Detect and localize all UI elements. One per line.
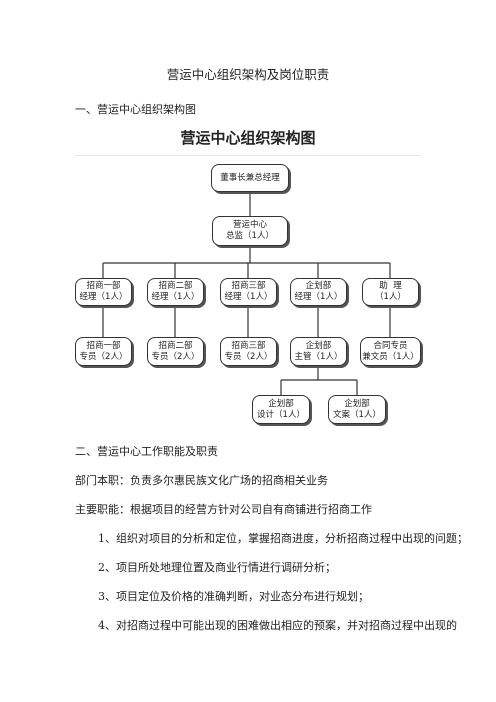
org-box-line2: 文案（1人） [333,409,381,420]
main-duty: 主要职能：根据项目的经营方针对公司自有商铺进行招商工作 [75,503,372,516]
org-box-staff-4: 企划部 主管（1人） [290,337,347,366]
org-box-line1: 招商二部 [158,281,193,291]
page-title: 营运中心组织架构及岗位职责 [166,67,330,82]
org-box-director: 营运中心 总监（1人） [212,216,288,246]
org-box-staff-5: 合同专员 兼文员（1人） [360,337,421,366]
org-box-line1: 招商三部 [231,281,266,291]
org-box-line1: 助 理 [379,281,402,291]
dept-duty: 部门本职：负责多尔惠民族文化广场的招商相关业务 [75,474,328,487]
org-box-line1: 企划部 [305,340,332,351]
org-box-manager-3: 招商三部 经理（1人） [220,278,277,306]
org-box-line2: 经理（1人） [79,292,128,302]
org-box-line2: 专员（2人） [224,351,273,362]
chart-title: 营运中心组织架构图 [180,129,316,147]
org-box-line1: 合同专员 [373,340,408,351]
org-box-line2: （1人） [375,292,406,302]
section-heading-1: 一、营运中心组织架构图 [75,103,196,116]
org-box-line1: 企划部 [344,398,370,409]
org-box-line2: 经理（1人） [224,292,273,302]
duty-item-3: 3、项目定位及价格的准确判断，对业态分布进行规划； [98,590,369,603]
org-box-ceo-label: 董事长兼总经理 [220,172,280,183]
org-box-staff-3: 招商三部 专员（2人） [220,337,277,366]
org-box-line1: 企划部 [268,398,294,409]
org-box-staff-1: 招商一部 专员（2人） [75,337,132,366]
org-box-manager-5: 助 理 （1人） [362,278,419,306]
duty-item-4: 4、对招商过程中可能出现的困难做出相应的预案，并对招商过程中出现的 [98,619,457,632]
org-box-planning-2: 企划部 文案（1人） [328,395,386,424]
org-box-planning-1: 企划部 设计（1人） [252,395,310,424]
org-box-line2: 经理（1人） [294,292,343,302]
org-box-line2: 专员（2人） [79,351,128,362]
org-box-line1: 招商一部 [86,340,121,351]
duty-item-1: 1、组织对项目的分析和定位，掌握招商进度，分析招商过程中出现的问题； [98,532,468,545]
org-box-line2: 主管（1人） [294,351,343,362]
org-box-ceo: 董事长兼总经理 [211,164,289,192]
org-box-line2: 专员（2人） [151,351,200,362]
org-box-manager-1: 招商一部 经理（1人） [75,278,132,306]
org-box-line2: 经理（1人） [151,292,200,302]
org-box-line1: 招商二部 [158,340,193,351]
org-box-line2: 兼文员（1人） [362,351,419,362]
org-box-manager-2: 招商二部 经理（1人） [147,278,204,306]
org-box-staff-2: 招商二部 专员（2人） [147,337,204,366]
section-heading-2: 二、营运中心工作职能及职责 [75,445,218,458]
chart-divider [75,155,420,156]
org-box-line1: 营运中心 [232,220,267,230]
org-box-line1: 招商三部 [231,340,266,351]
duty-item-2: 2、项目所处地理位置及商业行情进行调研分析； [98,561,336,574]
org-box-manager-4: 企划部 经理（1人） [290,278,347,306]
org-box-line2: 总监（1人） [226,231,274,241]
org-box-line1: 企划部 [305,281,332,291]
org-box-line1: 招商一部 [86,281,121,291]
org-box-line2: 设计（1人） [257,409,305,420]
